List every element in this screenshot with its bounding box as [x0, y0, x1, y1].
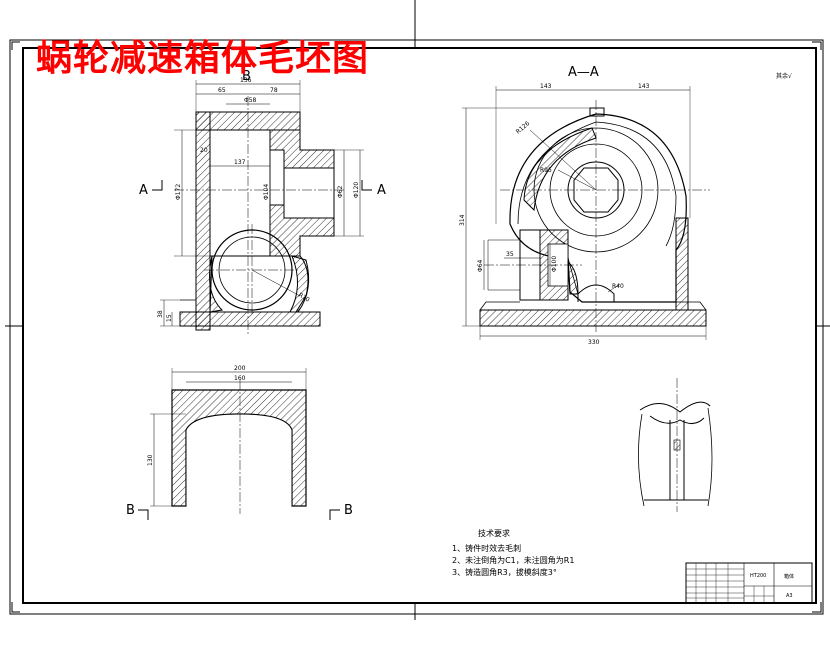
- dim-right-width: 78: [270, 87, 278, 94]
- technical-notes: 技术要求 1、铸件时效去毛刺 2、未注倒角为C1，未注圆角为R1 3、铸造圆角R…: [452, 528, 574, 577]
- dim-boss-width: 35: [506, 251, 514, 258]
- dim-height: Φ172: [175, 184, 182, 200]
- notes-heading: 技术要求: [478, 528, 510, 538]
- dim-top-bore: Φ58: [244, 97, 257, 104]
- section-label-b-right: B: [344, 503, 353, 518]
- section-label-aa: A—A: [568, 65, 599, 80]
- dim-boss-outer: Φ64: [477, 259, 484, 272]
- note-item-1: 1、铸件时效去毛刺: [452, 543, 521, 553]
- section-label-b-top: B: [242, 69, 251, 84]
- view-b-labels: B B 200 160 130: [126, 365, 353, 518]
- dim-bore-dia: Φ104: [263, 184, 270, 200]
- section-label-a-right: A: [377, 183, 386, 198]
- dim-total-height: 314: [459, 214, 466, 226]
- title-block: [685, 562, 813, 604]
- dim-b-inner-width: 160: [234, 375, 246, 382]
- dim-overall-width: 136: [240, 77, 252, 84]
- dim-left-width: 65: [218, 87, 226, 94]
- section-view-labels: A—A 143 143 R126 R95 314 35 Φ64 Φ100 R40…: [459, 65, 792, 346]
- front-view: [152, 80, 372, 334]
- dim-base-height: 38: [157, 310, 164, 318]
- dim-outer-dia: Φ120: [353, 182, 360, 198]
- section-view-aa: [462, 86, 710, 340]
- dim-left-step: 20: [200, 147, 208, 154]
- title-block-part: 箱体: [784, 573, 794, 580]
- dim-radius-inner: R95: [540, 167, 552, 174]
- note-item-2: 2、未注倒角为C1，未注圆角为R1: [452, 555, 574, 565]
- view-b: [138, 368, 340, 520]
- drawing-title: 蜗轮减速箱体毛坯图: [36, 37, 370, 79]
- title-block-sheet: A3: [786, 593, 793, 599]
- dim-radius-outer: R126: [515, 120, 532, 136]
- dim-bore-depth: 137: [234, 159, 246, 166]
- dim-half-width-right: 143: [638, 83, 650, 90]
- note-item-3: 3、铸造圆角R3，拔模斜度3°: [452, 567, 557, 577]
- dim-half-width-left: 143: [540, 83, 552, 90]
- dim-total-length: 330: [588, 339, 600, 346]
- partial-detail-view: [638, 378, 713, 512]
- dim-base-thickness: 15: [166, 314, 173, 322]
- dim-foot-radius: R40: [612, 283, 624, 290]
- roughness-mark: 其余√: [776, 72, 792, 80]
- dim-boss-inner: Φ100: [551, 256, 558, 272]
- section-label-a-left: A: [139, 183, 148, 198]
- dim-b-height: 130: [147, 454, 154, 466]
- drawing-frame: [5, 0, 830, 620]
- front-view-labels: A A B 136 65 78 Φ58 137 20 Φ172 Φ104 Φ62…: [139, 69, 386, 322]
- section-label-b-left: B: [126, 503, 135, 518]
- dim-b-outer-width: 200: [234, 365, 246, 372]
- title-block-material: HT200: [750, 573, 766, 579]
- dim-boss-dia: Φ62: [337, 185, 344, 198]
- title-block-labels: HT200 箱体 A3: [750, 573, 794, 599]
